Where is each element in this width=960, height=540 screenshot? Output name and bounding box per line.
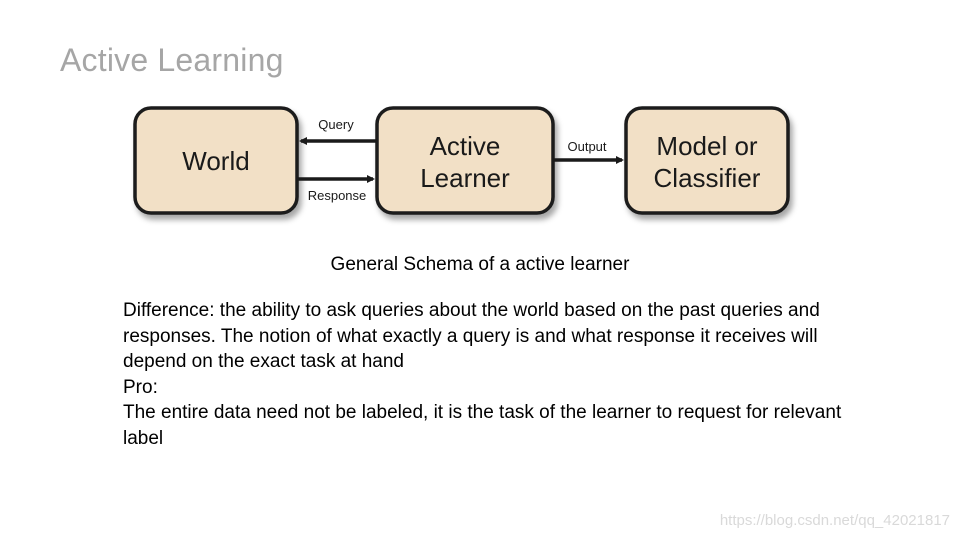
difference-paragraph: Difference: the ability to ask queries a…: [123, 300, 820, 372]
node-learner-label-line1: Active: [430, 131, 501, 161]
node-world-label: World: [182, 146, 249, 176]
node-model-label-line2: Classifier: [654, 163, 761, 193]
pro-heading: Pro:: [123, 376, 158, 398]
node-learner-label-line2: Learner: [420, 163, 510, 193]
diagram-caption: General Schema of a active learner: [330, 254, 630, 275]
edge-output: Output: [553, 139, 624, 164]
edge-query: Query: [299, 117, 377, 145]
slide-title: Active Learning: [60, 42, 284, 78]
watermark: https://blog.csdn.net/qq_42021817: [719, 512, 950, 529]
node-active-learner: Active Learner: [375, 106, 555, 215]
query-label: Query: [318, 117, 354, 132]
edge-response: Response: [297, 175, 375, 203]
node-world: World: [133, 106, 299, 215]
pro-paragraph: The entire data need not be labeled, it …: [123, 402, 842, 449]
node-model-label-line1: Model or: [656, 131, 757, 161]
slide-body: Difference: the ability to ask queries a…: [123, 298, 883, 451]
response-label: Response: [308, 188, 367, 203]
node-model-classifier: Model or Classifier: [624, 106, 790, 215]
output-label: Output: [567, 139, 606, 154]
